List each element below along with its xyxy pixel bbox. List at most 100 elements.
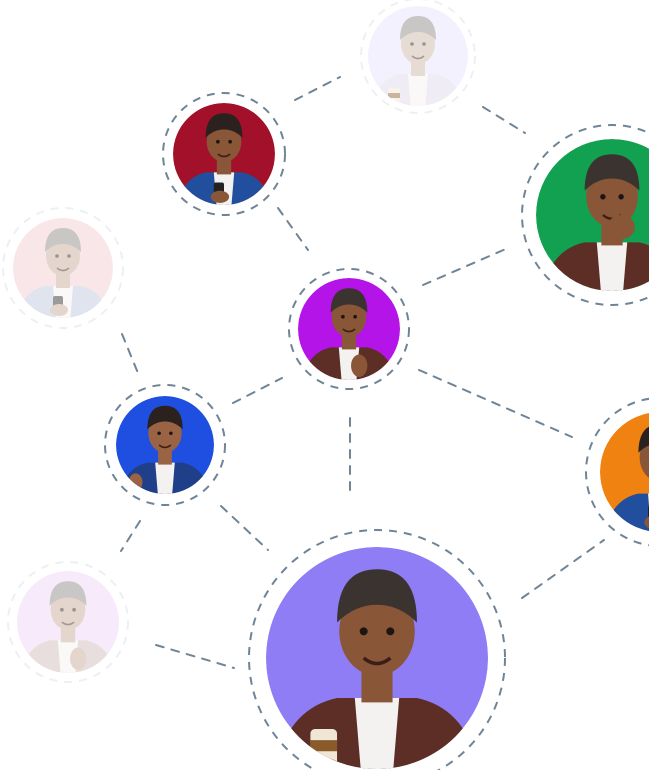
head-shape — [46, 236, 80, 276]
neck-shape — [56, 274, 70, 288]
avatar-person — [117, 405, 213, 494]
avatar-node-lavender-top — [360, 0, 476, 114]
head-shape — [401, 24, 435, 64]
shirt-shape — [354, 697, 400, 769]
eye-shape — [341, 314, 345, 319]
connection-line — [294, 76, 341, 101]
eye-shape — [600, 194, 606, 200]
avatar-node-lilac-faded — [7, 561, 129, 683]
hair-shape — [45, 228, 81, 252]
dashed-ring — [2, 207, 124, 329]
mouth-shape — [217, 153, 231, 158]
suit-shape — [15, 286, 111, 318]
connection-line — [277, 207, 309, 251]
neck-shape — [341, 335, 357, 350]
neck-shape — [60, 628, 76, 643]
eye-shape — [157, 431, 161, 436]
head-shape — [206, 121, 242, 163]
eye-shape — [216, 139, 220, 144]
eye-shape — [60, 607, 64, 612]
neck-shape — [361, 671, 393, 703]
eye-shape — [386, 627, 395, 636]
neck-shape — [158, 450, 172, 465]
chin-hand-shape — [607, 215, 635, 240]
avatar-person — [19, 581, 117, 673]
avatar-node-blue-thumbs — [104, 384, 226, 506]
avatar-person — [539, 154, 649, 291]
eye-shape — [169, 431, 173, 436]
suit-shape — [602, 493, 649, 532]
shirt-shape — [155, 462, 175, 494]
hair-shape — [584, 154, 640, 191]
mouth-shape — [61, 621, 75, 626]
avatar-node-orange-edge — [585, 397, 649, 547]
mouth-shape — [56, 267, 70, 272]
avatar-person — [15, 228, 111, 318]
avatar-person — [602, 424, 649, 532]
avatar-background — [17, 571, 119, 673]
suit-shape — [370, 74, 466, 106]
hair-shape — [49, 581, 87, 606]
connection-line — [220, 505, 269, 551]
hair-shape — [330, 288, 368, 313]
clasped-hands-shape — [70, 647, 87, 670]
head-shape — [586, 166, 638, 228]
shirt-shape — [57, 640, 79, 673]
head-shape — [148, 413, 182, 453]
connection-line — [422, 247, 509, 286]
connection-line — [155, 644, 235, 669]
head-shape — [339, 586, 415, 676]
neck-shape — [216, 160, 232, 175]
head-shape — [50, 589, 86, 631]
network-connections — [120, 76, 605, 669]
avatar-background — [368, 6, 468, 106]
mouth-shape — [362, 656, 392, 666]
eye-shape — [72, 607, 76, 612]
phone-icon — [53, 296, 63, 312]
dashed-ring — [360, 0, 476, 114]
eye-shape — [67, 254, 71, 258]
avatar-node-red-glasses — [162, 92, 286, 216]
hair-shape — [147, 405, 183, 430]
mouth-shape — [342, 328, 356, 333]
neck-shape — [411, 62, 425, 76]
eye-shape — [353, 314, 357, 319]
avatar-node-green-thinking — [521, 124, 649, 306]
connection-line — [482, 106, 526, 134]
shirt-shape — [408, 74, 428, 106]
avatar-node-pink-faded — [2, 207, 124, 329]
eye-shape — [228, 139, 232, 144]
shirt-shape — [596, 242, 628, 291]
eye-shape — [422, 42, 426, 46]
hair-shape — [400, 16, 436, 40]
connection-line — [521, 539, 605, 599]
head-shape — [331, 296, 367, 338]
coffee-cup-sleeve — [388, 93, 400, 98]
hand-shape — [210, 190, 230, 203]
connection-line — [232, 377, 283, 404]
dashed-ring — [7, 561, 129, 683]
avatar-node-violet-large — [248, 529, 506, 770]
avatar-person — [370, 16, 466, 106]
eye-shape — [55, 254, 59, 258]
avatar-person — [300, 288, 398, 380]
clasped-hands-shape — [351, 354, 368, 377]
eye-shape — [618, 194, 624, 200]
hand-shape — [50, 304, 68, 316]
avatar-background — [13, 218, 113, 318]
eye-shape — [359, 627, 368, 636]
connection-line — [418, 369, 573, 438]
hair-shape — [337, 569, 417, 623]
coffee-cup-sleeve — [310, 740, 338, 752]
avatar-person — [270, 569, 484, 769]
eye-shape — [410, 42, 414, 46]
mouth-shape — [411, 55, 425, 60]
hair-shape — [205, 113, 243, 138]
suit-shape — [19, 640, 117, 673]
mouth-shape — [158, 444, 172, 449]
connection-line — [120, 520, 141, 552]
shirt-shape — [53, 286, 73, 318]
connection-line — [121, 333, 141, 379]
